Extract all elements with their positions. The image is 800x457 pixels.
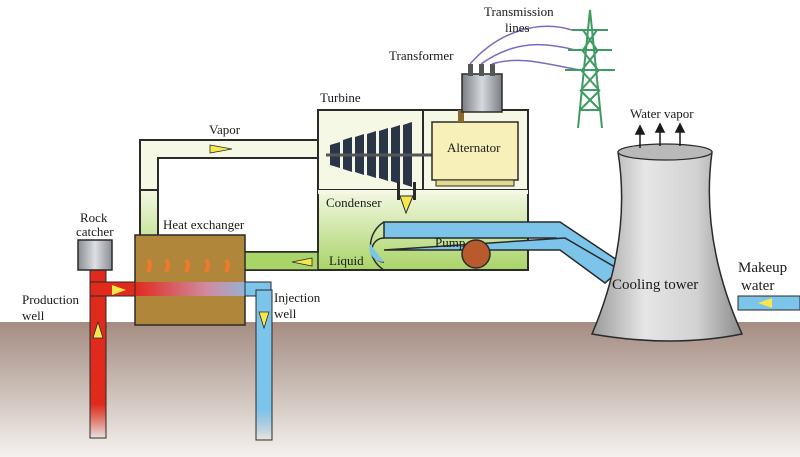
makeup-water-label-1: Makeup <box>738 260 787 276</box>
vapor-arrow <box>209 144 233 154</box>
rock-catcher <box>77 239 113 271</box>
liquid-label: Liquid <box>329 253 364 268</box>
heat-exchanger-label: Heat exchanger <box>163 217 245 232</box>
heat-exchanger <box>134 234 265 326</box>
condenser-valve <box>397 182 416 215</box>
condenser-label: Condenser <box>326 195 382 210</box>
production-well-label-1: Production <box>22 292 80 307</box>
alternator <box>431 110 519 187</box>
production-well-label-2: well <box>22 308 45 323</box>
pylon <box>565 9 615 129</box>
transformer-label: Transformer <box>389 48 454 63</box>
injection-well <box>244 281 273 441</box>
transformer <box>461 64 503 113</box>
makeup-water-pipe <box>737 295 800 311</box>
vapor-label: Vapor <box>209 122 241 137</box>
alternator-label: Alternator <box>447 140 501 155</box>
cooling-loop-pipe <box>369 221 622 284</box>
water-vapor-label: Water vapor <box>630 106 694 121</box>
cooling-tower-label: Cooling tower <box>612 277 698 293</box>
production-well <box>89 267 136 439</box>
injection-well-label-1: Injection <box>274 290 321 305</box>
liquid-arrow <box>291 257 313 267</box>
transmission-lines <box>469 25 581 71</box>
rock-catcher-label-1: Rock <box>80 210 108 225</box>
injection-well-label-2: well <box>274 306 297 321</box>
transmission-label-1: Transmission <box>484 4 554 19</box>
cooling-tower <box>590 145 744 342</box>
rock-catcher-label-2: catcher <box>76 224 114 239</box>
pump <box>461 239 491 269</box>
water-vapor-arrows <box>634 122 686 148</box>
turbine <box>326 122 432 187</box>
turbine-label: Turbine <box>320 90 361 105</box>
transmission-label-2: lines <box>505 20 530 35</box>
pump-label: Pump <box>435 235 465 250</box>
makeup-water-label-2: water <box>741 278 774 294</box>
ground <box>0 322 800 457</box>
